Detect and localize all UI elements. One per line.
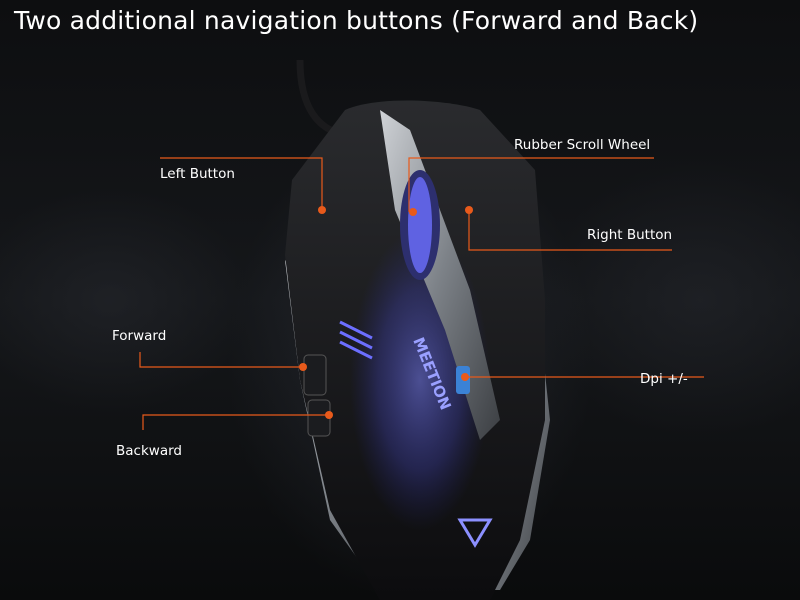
scroll-wheel-label: Rubber Scroll Wheel (514, 137, 651, 153)
dpi-button (456, 366, 470, 394)
right-button-label: Right Button (587, 227, 673, 243)
page-title: Two additional navigation buttons (Forwa… (14, 6, 699, 35)
forward-side-button (303, 354, 327, 396)
brand-emblem-icon (457, 518, 493, 548)
dpi-label: Dpi +/- (640, 371, 688, 387)
backward-label: Backward (116, 443, 182, 459)
forward-label: Forward (112, 328, 167, 344)
left-button-label: Left Button (160, 166, 235, 182)
backward-side-button (307, 399, 331, 437)
